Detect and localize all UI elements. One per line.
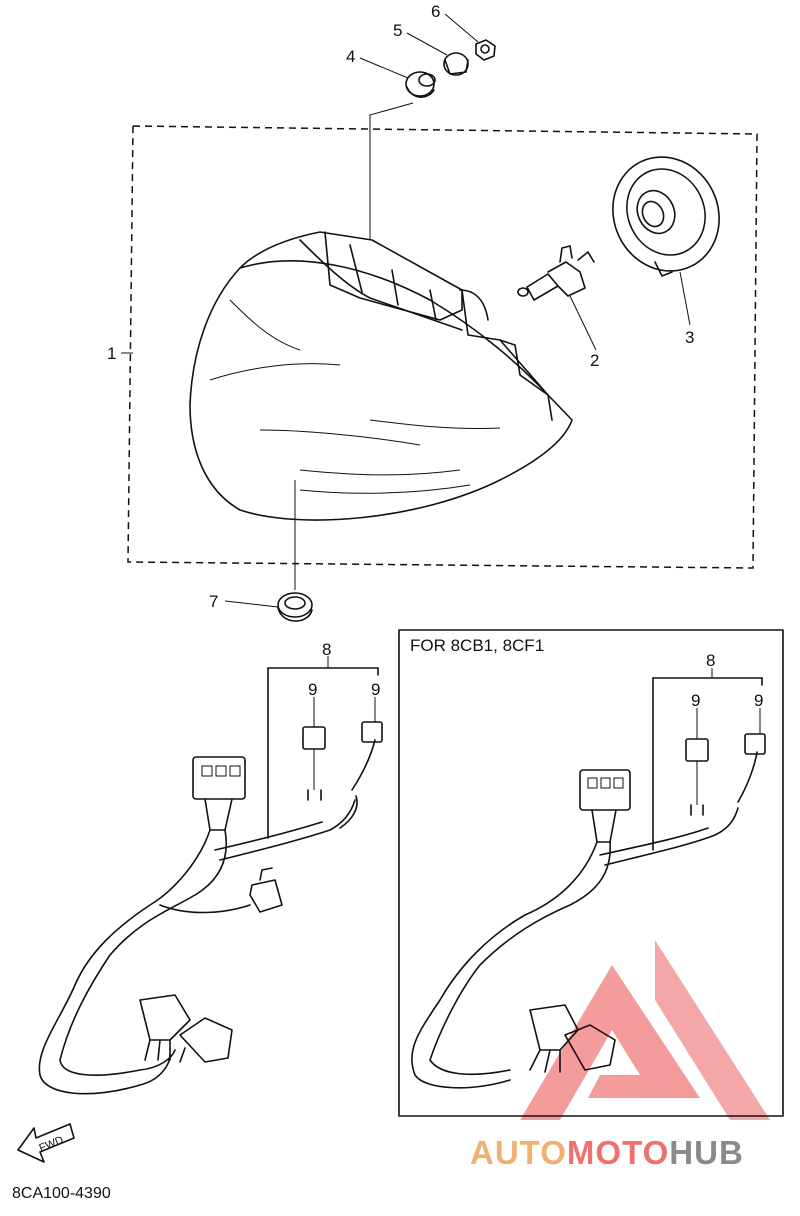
callout-1: 1: [107, 344, 116, 363]
wire-harness-left: [38, 667, 383, 1095]
nut-part-6: [475, 39, 496, 61]
headlight-unit: [189, 231, 573, 521]
callout-3: 3: [685, 328, 694, 347]
callout-5: 5: [393, 21, 402, 40]
callout-9-right-b: 9: [754, 691, 763, 710]
callout-6: 6: [431, 2, 440, 21]
grommet-part-4: [405, 71, 436, 98]
watermark-logo-icon: [520, 940, 770, 1120]
wire-harness-right: [411, 677, 766, 1089]
callout-4: 4: [346, 47, 355, 66]
callout-8-right: 8: [706, 651, 715, 670]
headlight-bulb: [517, 245, 595, 301]
grommet-part-7: [277, 592, 313, 622]
assembly-boundary: [127, 125, 758, 569]
fwd-label: FWD: [38, 1134, 66, 1155]
watermark-part-hub: HUB: [669, 1134, 744, 1171]
diagram-code: 8CA100-4390: [12, 1185, 111, 1202]
callout-9-left-b: 9: [371, 680, 380, 699]
watermark-text: AUTOMOTOHUB: [470, 1134, 744, 1171]
fwd-arrow-icon: [17, 1123, 75, 1163]
callout-8-left: 8: [322, 640, 331, 659]
watermark-part-moto: MOTO: [567, 1134, 669, 1171]
inset-box: [398, 629, 784, 1117]
watermark-part-auto: AUTO: [470, 1134, 567, 1171]
bulb-cover: [612, 156, 720, 277]
callout-9-right-a: 9: [691, 691, 700, 710]
callout-9-left-a: 9: [308, 680, 317, 699]
inset-title: FOR 8CB1, 8CF1: [410, 636, 544, 655]
callout-7: 7: [209, 592, 218, 611]
collar-part-5: [443, 52, 469, 76]
callout-2: 2: [590, 351, 599, 370]
